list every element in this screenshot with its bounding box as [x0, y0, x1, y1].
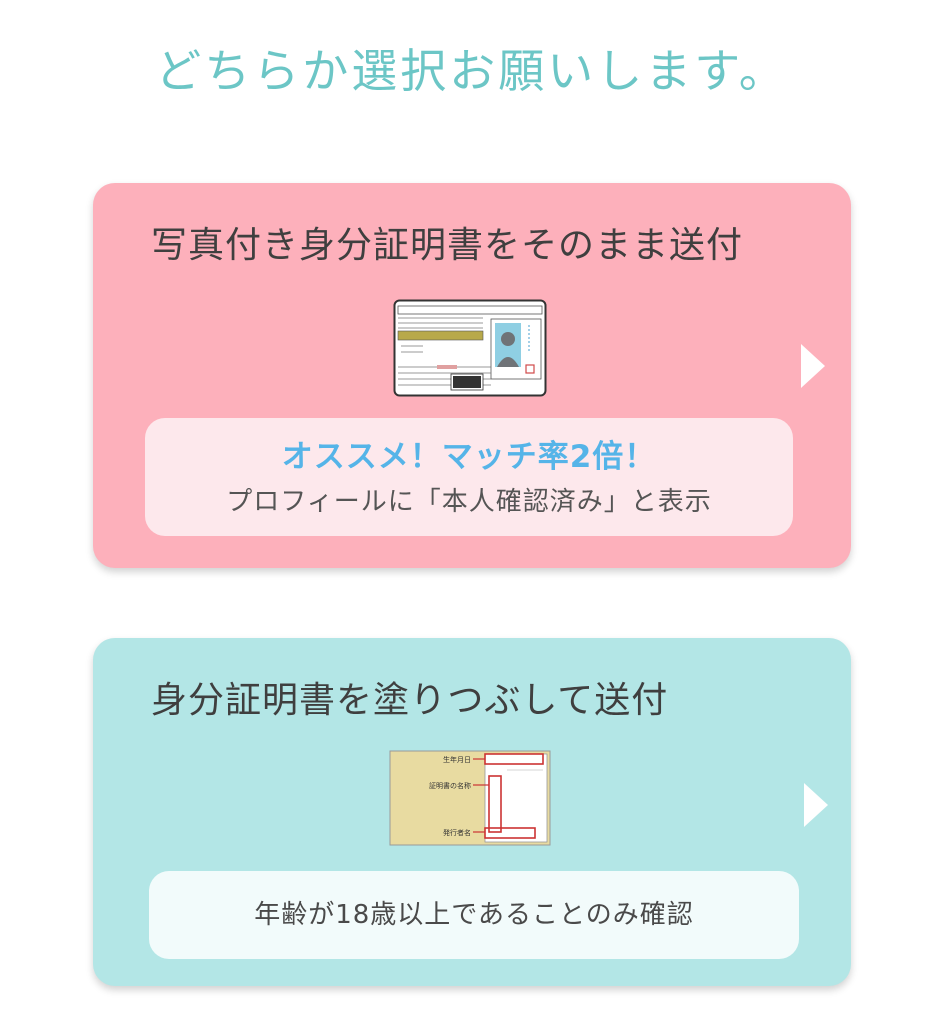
verified-note: プロフィールに「本人確認済み」と表示 [226, 487, 712, 517]
age-check-note: 年齢が18歳以上であることのみ確認 [254, 900, 694, 930]
photo-id-option-title: 写真付き身分証明書をそのまま送付 [151, 225, 744, 266]
birthdate-label: 生年月日 [443, 755, 471, 764]
masked-id-illustration: 生年月日 証明書の名称 発行者名 [389, 750, 551, 846]
masked-id-info-box: 年齢が18歳以上であることのみ確認 [149, 871, 799, 959]
photo-id-option-card[interactable]: 写真付き身分証明書をそのまま送付 オススメ！マッチ率2倍！ プロフィールに「本人… [93, 183, 851, 568]
masked-id-option-card[interactable]: 身分証明書を塗りつぶして送付 生年月日 証明書の名称 発行者名 年齢が18歳以上… [93, 638, 851, 986]
drivers-license-illustration [393, 299, 547, 397]
chevron-right-icon [804, 783, 828, 827]
issuer-label: 発行者名 [443, 828, 471, 837]
recommend-badge: オススメ！マッチ率2倍！ [281, 439, 657, 475]
masked-id-option-title: 身分証明書を塗りつぶして送付 [151, 680, 669, 721]
photo-id-benefit-box: オススメ！マッチ率2倍！ プロフィールに「本人確認済み」と表示 [145, 418, 793, 536]
chevron-right-icon [801, 344, 825, 388]
page-title: どちらか選択お願いします。 [155, 44, 788, 98]
doc-name-label: 証明書の名称 [429, 781, 471, 790]
